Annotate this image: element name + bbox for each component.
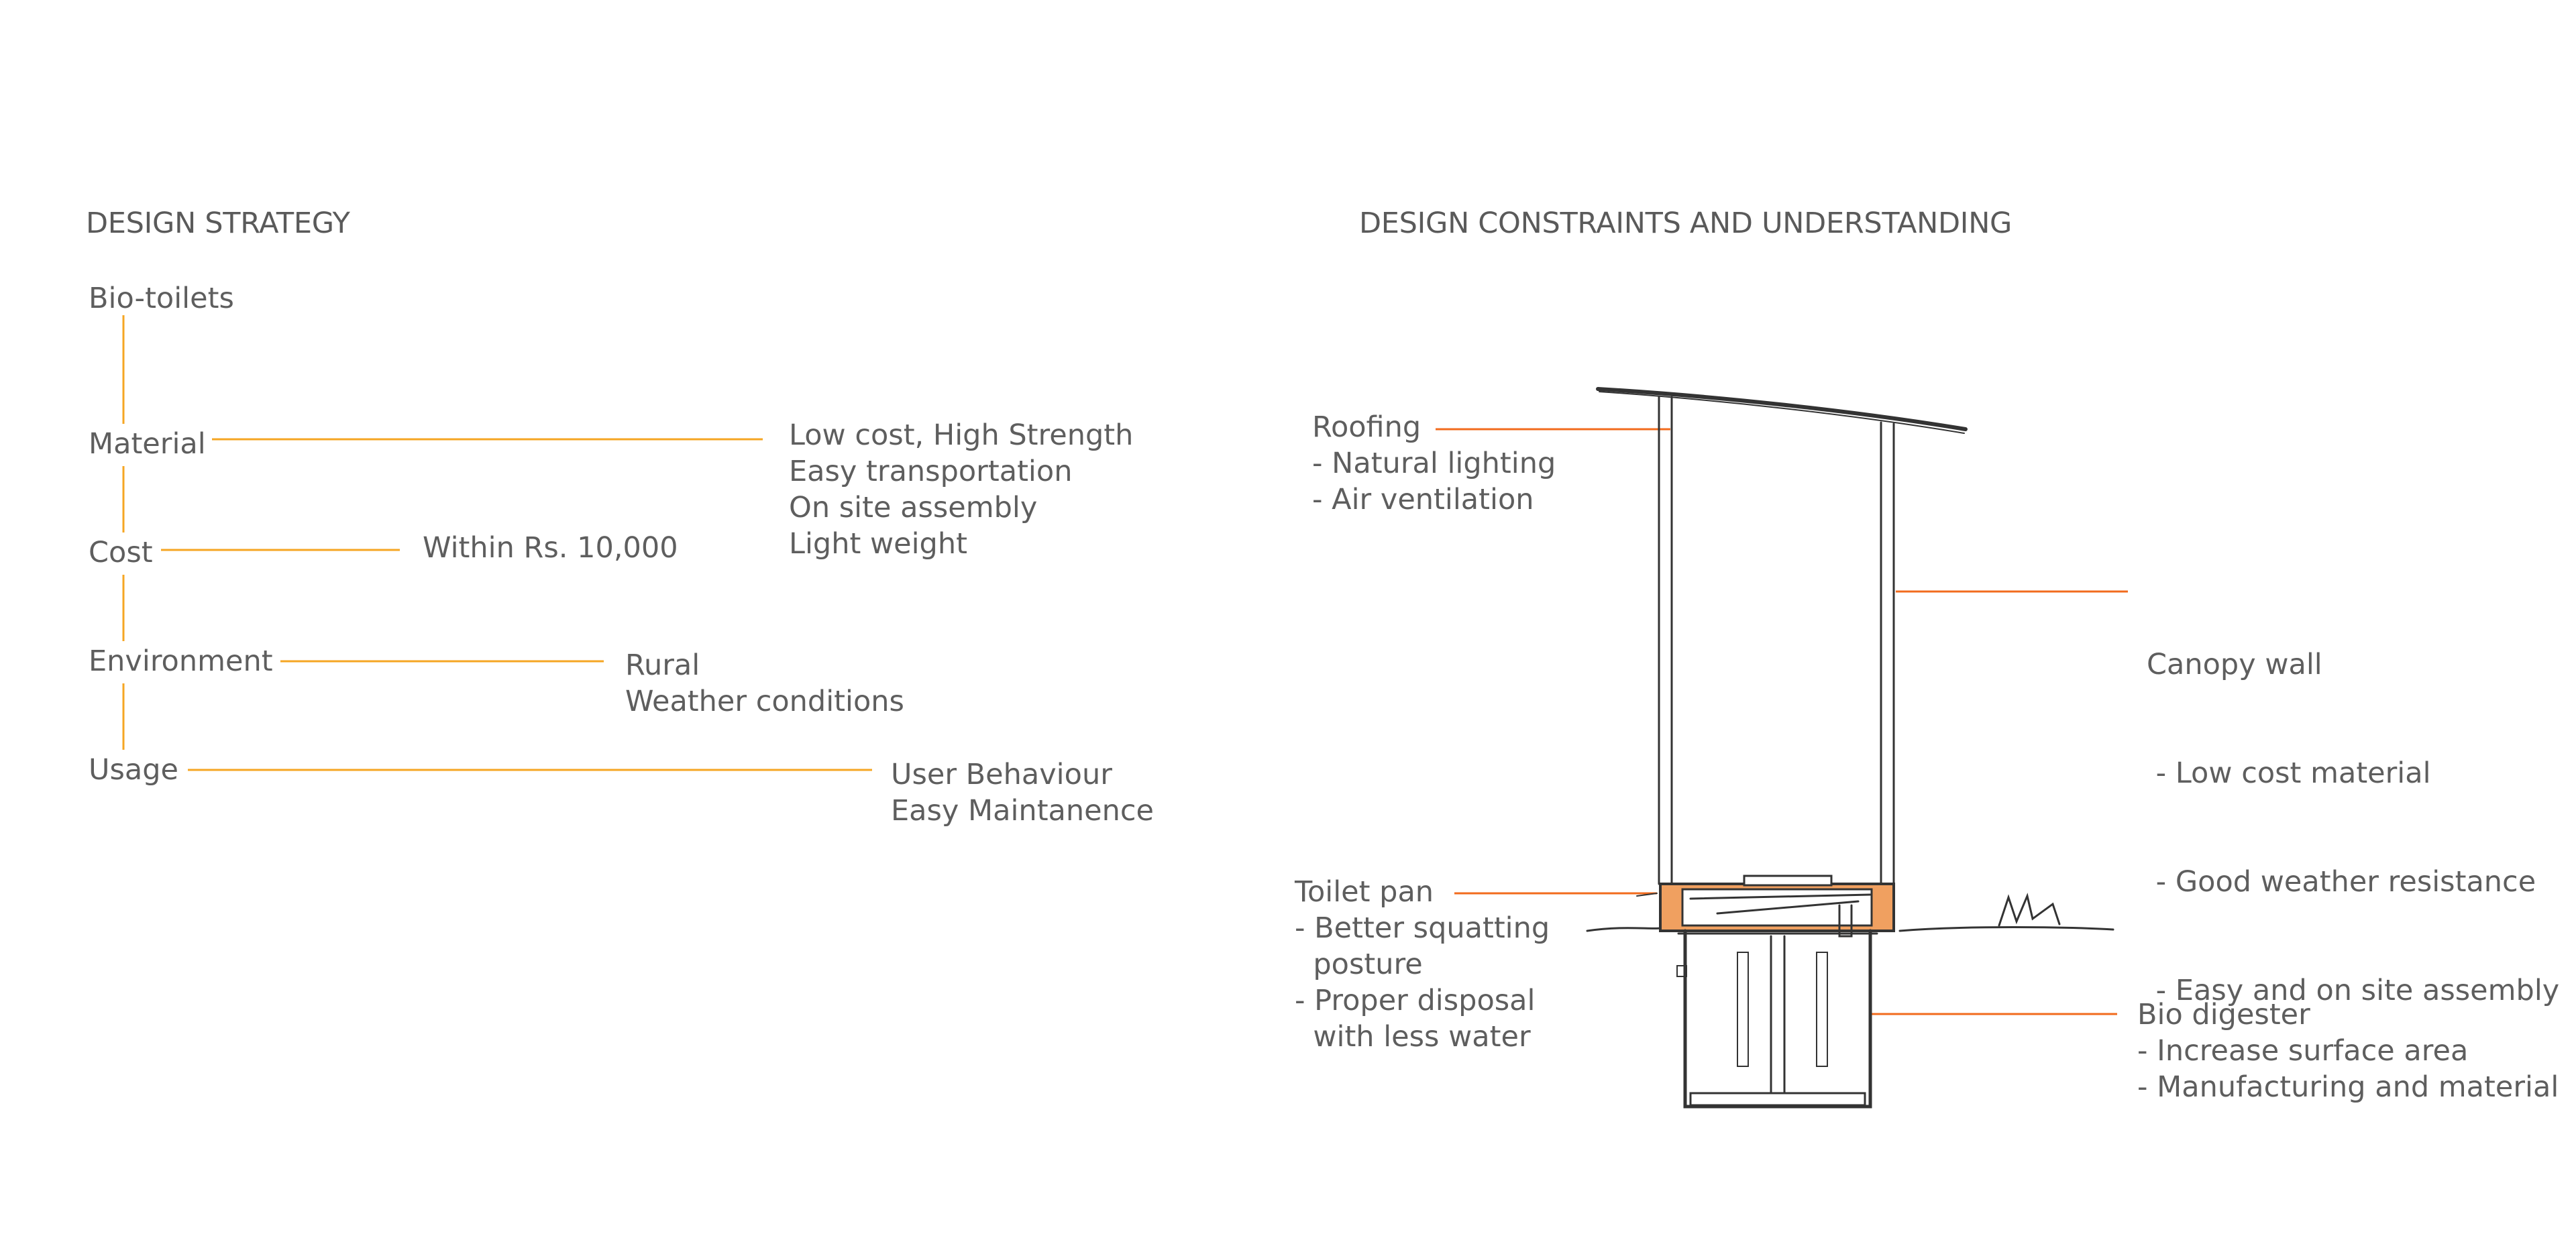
material-detail: Light weight [789, 527, 967, 561]
ground-right [1898, 926, 2114, 932]
roofing-callout: Roofing - Natural lighting - Air ventila… [1312, 409, 1556, 518]
roof-line-sketch [1599, 391, 1965, 434]
cost-detail: Within Rs. 10,000 [423, 531, 678, 565]
design-constraints-heading: DESIGN CONSTRAINTS AND UNDERSTANDING [1359, 207, 2012, 240]
design-strategy-heading: DESIGN STRATEGY [86, 207, 350, 240]
cost-details: Within Rs. 10,000 [423, 530, 678, 566]
bio-digester-point: - Increase surface area [2137, 1034, 2469, 1068]
toilet-pan-point: with less water [1295, 1020, 1531, 1054]
material-detail: Low cost, High Strength [789, 418, 1134, 452]
material-details: Low cost, High Strength Easy transportat… [789, 417, 1133, 562]
canopy-point: - Easy and on site assembly [2147, 974, 2560, 1007]
toilet-pan-point: - Proper disposal [1295, 984, 1536, 1017]
environment-details: Rural Weather conditions [625, 647, 904, 720]
callout-lines [1436, 428, 2128, 1015]
canopy-point: - Good weather resistance [2147, 865, 2536, 899]
environment-detail: Weather conditions [625, 685, 904, 718]
pan-hatch [1689, 893, 1872, 915]
toilet-unit-sketch [1586, 387, 2114, 1109]
ground-left [1586, 927, 1662, 932]
tree-root-bio-toilets: Bio-toilets [89, 282, 234, 315]
roofing-point: - Air ventilation [1312, 483, 1534, 516]
strategy-tree-lines [122, 315, 872, 771]
grass-tuft [1998, 893, 2061, 927]
canopy-point: - Low cost material [2147, 756, 2431, 790]
environment-detail: Rural [625, 649, 700, 682]
tank-base [1689, 1092, 1866, 1107]
toilet-pan-title: Toilet pan [1295, 875, 1434, 909]
bio-digester-title: Bio digester [2137, 998, 2310, 1031]
usage-detail: Easy Maintanence [891, 794, 1154, 828]
canopy-wall-callout: Canopy wall - Low cost material - Good w… [2147, 574, 2559, 1045]
bio-digester-tank [1683, 929, 1872, 1109]
toilet-pan-point: posture [1295, 948, 1423, 981]
canopy-title: Canopy wall [2147, 648, 2322, 681]
pan-outlet [1838, 904, 1853, 938]
roof-line [1596, 387, 1968, 431]
toilet-pan-lid [1743, 875, 1833, 887]
bio-digester-point: - Manufacturing and material [2137, 1070, 2559, 1104]
tank-chamber [1737, 952, 1749, 1067]
branch-cost: Cost [89, 536, 153, 569]
roofing-point: - Natural lighting [1312, 447, 1556, 480]
toilet-pan-callout: Toilet pan - Better squatting posture - … [1295, 874, 1550, 1055]
material-detail: Easy transportation [789, 455, 1073, 488]
bio-digester-callout: Bio digester - Increase surface area - M… [2137, 997, 2559, 1105]
branch-material: Material [89, 427, 206, 461]
tank-chamber [1816, 952, 1828, 1067]
usage-detail: User Behaviour [891, 758, 1112, 791]
roofing-title: Roofing [1312, 410, 1421, 444]
toilet-pan-point: - Better squatting [1295, 911, 1550, 945]
branch-usage: Usage [89, 753, 178, 787]
usage-details: User Behaviour Easy Maintanence [891, 756, 1154, 829]
branch-environment: Environment [89, 644, 273, 678]
ground-mark [1636, 893, 1658, 897]
material-detail: On site assembly [789, 491, 1038, 524]
tank-fitting [1676, 965, 1687, 977]
